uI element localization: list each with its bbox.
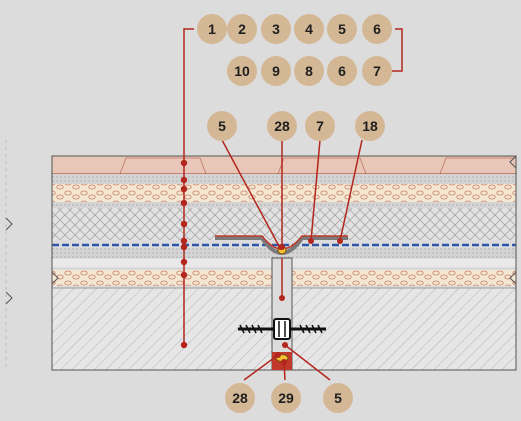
callout-badge (225, 383, 255, 413)
callout-badge (207, 111, 237, 141)
callout-badge (261, 14, 291, 44)
callout-label: 6 (373, 21, 381, 37)
callout-badge (227, 14, 257, 44)
callout-label: 3 (272, 21, 280, 37)
callout-label: 8 (305, 63, 313, 79)
callout-badge (227, 56, 257, 86)
leader-dots (180, 159, 343, 365)
callout-label: 5 (338, 21, 346, 37)
callouts-top-row: 1 2 3 4 5 6 (197, 14, 392, 44)
callout-label: 29 (278, 390, 294, 406)
callout-badge (305, 111, 335, 141)
callout-badge (327, 56, 357, 86)
callout-badge (362, 56, 392, 86)
callout-label: 4 (305, 21, 313, 37)
callout-label: 5 (334, 390, 342, 406)
callout-badge (267, 111, 297, 141)
callout-badge (294, 14, 324, 44)
callout-badge (327, 14, 357, 44)
left-break-mark (5, 217, 13, 231)
callout-label: 7 (316, 118, 324, 134)
callout-label: 1 (208, 21, 216, 37)
insulation-layer (52, 184, 516, 202)
callout-label: 6 (338, 63, 346, 79)
callout-label: 9 (272, 63, 280, 79)
callout-label: 5 (218, 118, 226, 134)
structural-layer (52, 208, 516, 240)
callout-badge (294, 56, 324, 86)
callout-label: 7 (373, 63, 381, 79)
callouts-second-row: 10 9 8 6 7 (227, 56, 392, 86)
callout-badge (197, 14, 227, 44)
left-break-mark (5, 291, 13, 305)
callout-badge (362, 14, 392, 44)
callout-badge (355, 111, 385, 141)
floor-section (51, 155, 517, 371)
callout-badge (271, 383, 301, 413)
callout-label: 18 (362, 118, 378, 134)
screed-layer (52, 174, 516, 184)
callout-label: 28 (232, 390, 248, 406)
callout-label: 2 (238, 21, 246, 37)
callouts-bottom-row: 28 29 5 (225, 383, 353, 413)
callout-badge (261, 56, 291, 86)
callout-badge (323, 383, 353, 413)
callouts-middle-row: 5 28 7 18 (207, 111, 385, 141)
callout-label: 28 (274, 118, 290, 134)
callout-label: 10 (234, 63, 250, 79)
